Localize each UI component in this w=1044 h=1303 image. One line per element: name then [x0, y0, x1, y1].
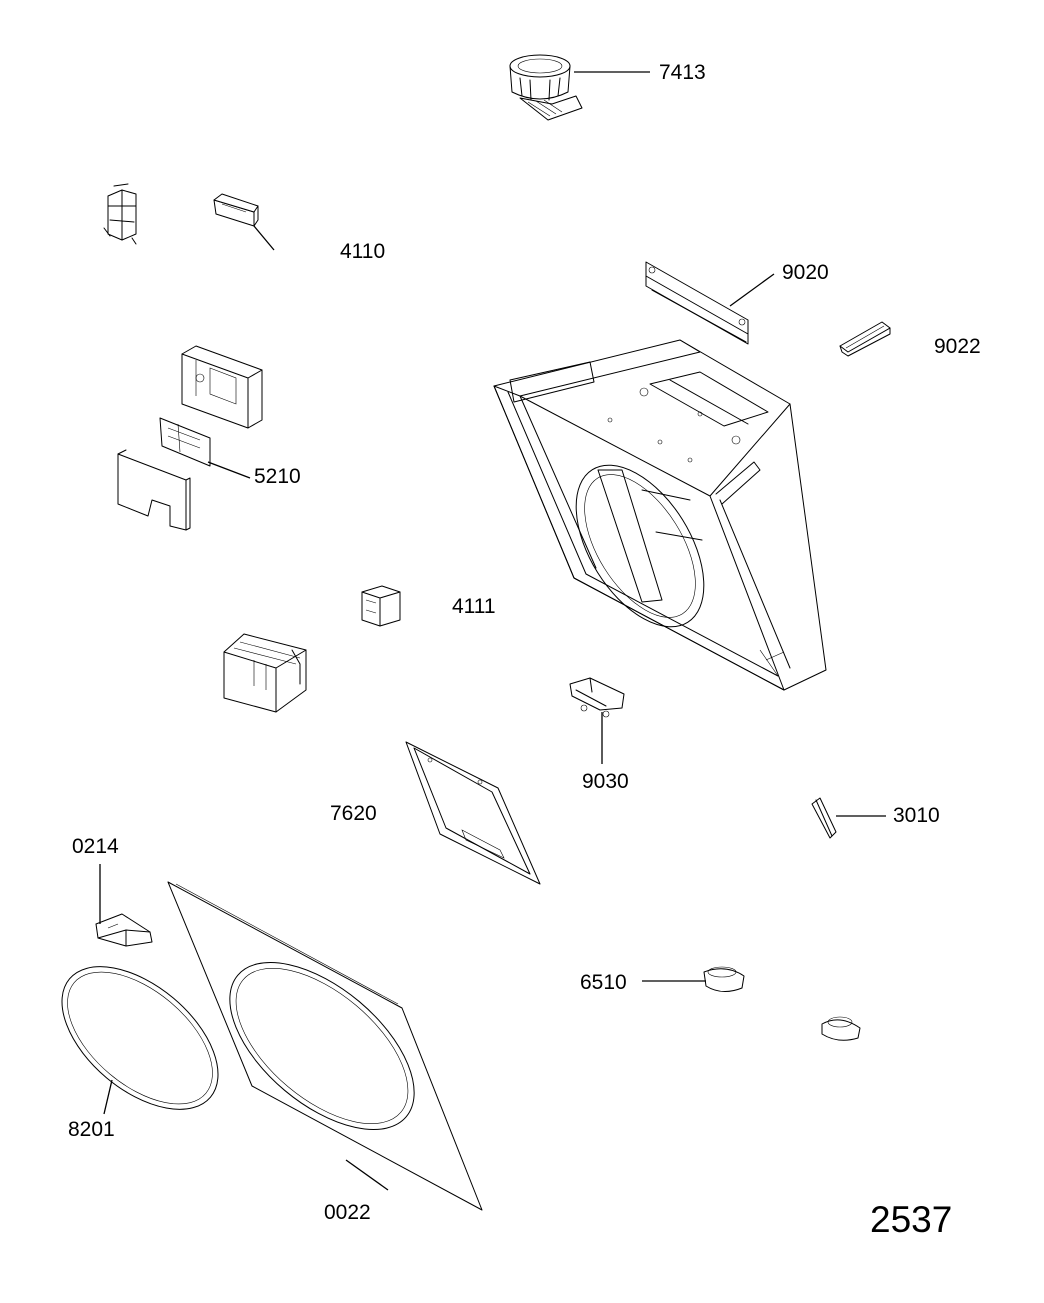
- part-7413-blower: [510, 55, 582, 120]
- part-0214-lamp-holder: [96, 914, 152, 946]
- label-4111: 4111: [452, 595, 496, 618]
- page-number: 2537: [870, 1199, 952, 1240]
- part-5210-control-assembly: [118, 346, 262, 530]
- label-8201: 8201: [68, 1118, 115, 1141]
- label-0214: 0214: [72, 835, 119, 858]
- part-9020-rail: [646, 262, 748, 344]
- part-4110-block: [214, 194, 258, 226]
- part-7620-filter-panel: [406, 742, 540, 884]
- label-5210: 5210: [254, 465, 301, 488]
- label-7620: 7620: [330, 802, 377, 825]
- part-knob-secondary: [822, 1017, 860, 1040]
- label-6510: 6510: [580, 971, 627, 994]
- label-7413: 7413: [659, 61, 706, 84]
- label-0022: 0022: [324, 1201, 371, 1224]
- part-8201-lens-ring: [36, 939, 244, 1137]
- part-hood-housing: [494, 340, 826, 690]
- leader-5210: [208, 462, 250, 478]
- part-9030-clip: [570, 678, 624, 717]
- leader-4110: [254, 226, 274, 250]
- leader-0022: [346, 1160, 388, 1190]
- leader-8201: [104, 1080, 112, 1114]
- part-9022-channel: [840, 322, 890, 356]
- part-switch-block: [224, 634, 306, 712]
- label-3010: 3010: [893, 804, 940, 827]
- part-4111-cube: [362, 586, 400, 626]
- label-9022: 9022: [934, 335, 981, 358]
- label-9020: 9020: [782, 261, 829, 284]
- part-clip-bracket: [104, 184, 136, 244]
- part-3010-pin: [812, 798, 836, 838]
- label-4110: 4110: [340, 240, 385, 263]
- leader-9020: [730, 274, 774, 306]
- part-0022-front-panel: [168, 882, 482, 1210]
- label-9030: 9030: [582, 770, 629, 793]
- part-6510-knob: [704, 967, 744, 992]
